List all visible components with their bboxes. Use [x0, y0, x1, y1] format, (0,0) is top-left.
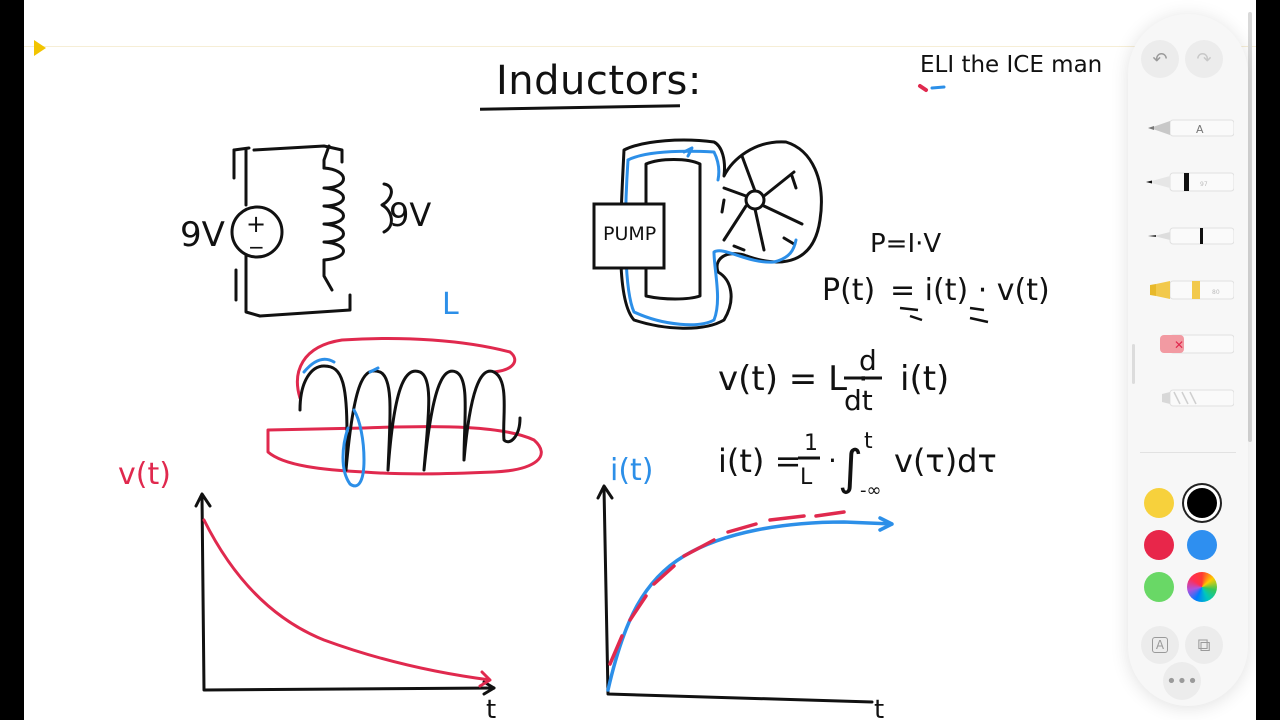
handwritten-drawing: 9V 9V + − L PUMP P=I·V [24, 0, 1256, 720]
marker-tool[interactable]: 97 [1144, 162, 1234, 202]
voltage-graph-label: v(t) [118, 457, 171, 492]
pen-tool[interactable]: A [1144, 108, 1234, 148]
highlighter-tool[interactable]: 80 [1144, 270, 1234, 310]
shapes-button[interactable]: ⧉ [1185, 626, 1223, 664]
mnemonic-red-mark [920, 86, 926, 90]
marker-tool-label: 97 [1200, 181, 1208, 188]
current-equation-lhs: i(t) = [718, 442, 801, 480]
shapes-icon: ⧉ [1198, 635, 1211, 656]
eraser-tool[interactable]: ✕ [1144, 324, 1234, 364]
voltage-equation-rhs: i(t) [900, 359, 949, 399]
undo-button[interactable]: ↶ [1141, 40, 1179, 78]
voltage-graph [196, 494, 494, 694]
color-blue-swatch[interactable] [1187, 530, 1217, 560]
voltage-frac-den: dt [844, 384, 873, 417]
text-tool-button[interactable]: A [1141, 626, 1179, 664]
inductor-voltage-label: 9V [389, 196, 431, 234]
color-picker-swatch[interactable] [1187, 572, 1217, 602]
current-frac-num: 1 [804, 431, 818, 456]
current-graph-xaxis-label: t [874, 695, 884, 720]
coil-sketch [268, 339, 541, 486]
color-black-swatch[interactable] [1187, 488, 1217, 518]
text-box-icon: A [1152, 637, 1168, 653]
fineliner-tool[interactable] [1144, 216, 1234, 256]
color-yellow-swatch[interactable] [1144, 488, 1174, 518]
power-underline-marks [900, 308, 988, 322]
undo-icon: ↶ [1152, 49, 1167, 70]
current-equation-rhs: v(τ)dτ [894, 442, 997, 480]
tool-palette: ↶ ↷ A 97 80 ✕ [1128, 14, 1248, 706]
eraser-x-icon: ✕ [1174, 338, 1184, 352]
current-graph-label: i(t) [610, 453, 654, 488]
current-mid-dot: · [828, 444, 837, 477]
pump-label: PUMP [603, 223, 656, 245]
current-integral-lower: -∞ [860, 480, 882, 501]
highlighter-tool-label: 80 [1212, 289, 1220, 296]
lasso-tool[interactable] [1144, 378, 1234, 418]
inductance-symbol: L [442, 287, 459, 322]
more-button[interactable]: ••• [1163, 662, 1201, 700]
redo-icon: ↷ [1196, 49, 1211, 70]
voltage-graph-xaxis-label: t [486, 695, 496, 720]
source-plus: + [246, 210, 266, 238]
equations: P=I·V P(t) = i(t) · v(t) v(t) = L · d dt… [718, 229, 1050, 501]
current-frac-den: L [800, 465, 813, 490]
source-voltage-label: 9V [180, 215, 225, 255]
color-green-swatch[interactable] [1144, 572, 1174, 602]
pen-tool-label: A [1196, 123, 1204, 136]
ellipsis-icon: ••• [1166, 671, 1198, 692]
power-time-lhs: P(t) [822, 273, 875, 308]
source-minus: − [248, 235, 265, 259]
voltage-frac-num: d [859, 344, 877, 377]
current-integral-upper: t [864, 429, 873, 454]
redo-button[interactable]: ↷ [1185, 40, 1223, 78]
scrollbar[interactable] [1248, 12, 1252, 442]
current-graph [598, 486, 892, 702]
palette-divider [1140, 452, 1236, 453]
power-time-rhs: = i(t) · v(t) [890, 273, 1050, 308]
power-equation: P=I·V [870, 229, 941, 259]
mnemonic-blue-mark [932, 87, 944, 88]
palette-grip[interactable] [1132, 344, 1135, 384]
note-canvas[interactable]: Inductors: ELI the ICE man 9V 9V + − L [24, 0, 1256, 720]
color-red-swatch[interactable] [1144, 530, 1174, 560]
